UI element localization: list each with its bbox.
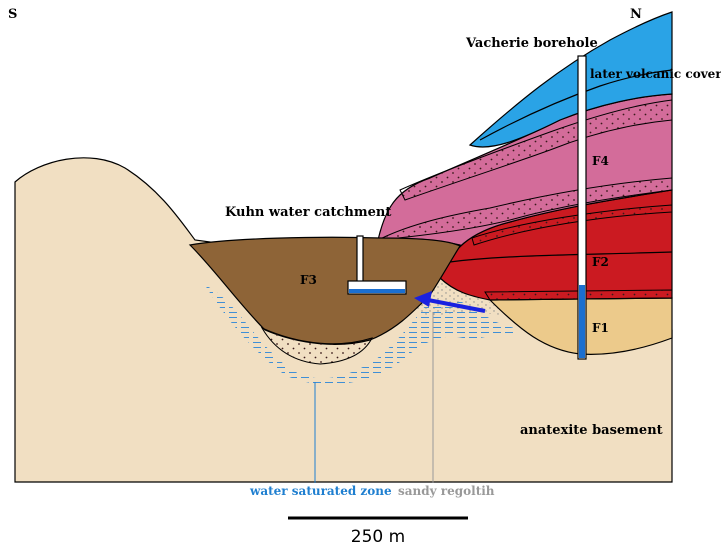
flow-arrow-head <box>414 291 432 307</box>
scale-bar-label: 250 m <box>351 527 405 547</box>
vacherie-borehole <box>577 55 587 360</box>
vacherie-borehole-label: Vacherie borehole <box>465 36 598 51</box>
f1-label: F1 <box>592 321 609 335</box>
flow-arrow-shaft <box>427 298 486 313</box>
kuhn-water-catchment-label: Kuhn water catchment <box>225 205 391 220</box>
compass-north-label: N <box>630 7 642 22</box>
water-saturated-zone-label: water saturated zone <box>249 484 392 498</box>
catchment-pipe <box>356 235 364 287</box>
compass-south-label: S <box>8 7 17 22</box>
f2-dotted-band-1 <box>471 204 673 246</box>
borehole-water-column <box>579 285 585 358</box>
f4-dotted-band-top <box>399 99 673 201</box>
f3-label: F3 <box>300 273 317 287</box>
f2-label: F2 <box>592 255 609 269</box>
f3-dotted-base <box>260 326 373 365</box>
later-volcanic-cover <box>468 11 673 148</box>
anatexite-basement-label: anatexite basement <box>520 423 663 438</box>
catchment-water <box>349 289 405 293</box>
f4-label: F4 <box>592 154 609 168</box>
later-volcanic-cover-label: later volcanic cover <box>590 67 721 81</box>
f2-boundary-line <box>449 251 673 263</box>
f4-dotted-band-bottom <box>377 177 673 241</box>
volcanic-cover-boundary <box>479 69 673 141</box>
sandy-regolith-label: sandy regoltih <box>398 484 495 498</box>
